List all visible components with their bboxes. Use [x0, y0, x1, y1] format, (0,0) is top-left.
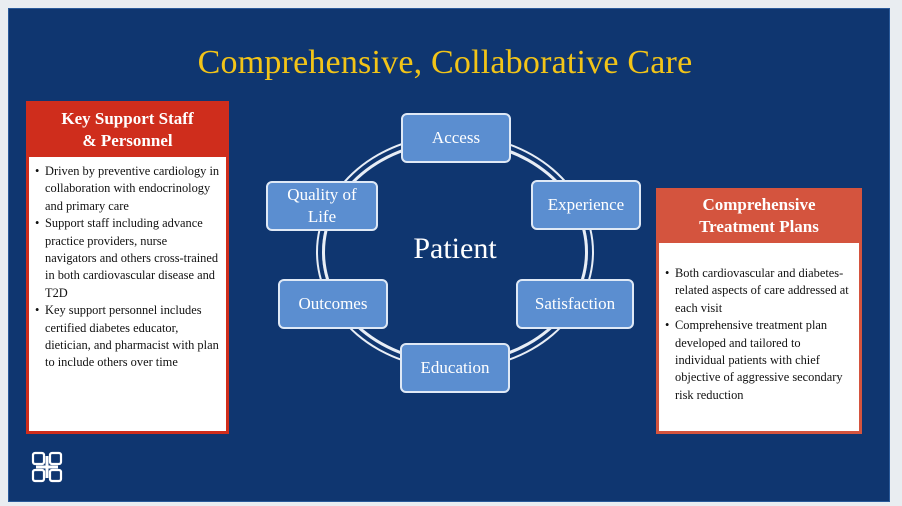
bullet-item: Support staff including advance practice…	[35, 215, 220, 302]
node-experience: Experience	[531, 180, 641, 230]
node-education: Education	[400, 343, 510, 393]
bullet-list: Driven by preventive cardiology in colla…	[29, 157, 226, 372]
node-outcomes: Outcomes	[278, 279, 388, 329]
heading-line: Comprehensive	[702, 195, 816, 214]
bullet-item: Both cardiovascular and diabetes-related…	[665, 265, 853, 317]
node-label-line: Life	[307, 207, 337, 226]
comprehensive-treatment-plans-panel: Comprehensive Treatment Plans Both cardi…	[656, 188, 862, 434]
node-satisfaction: Satisfaction	[516, 279, 634, 329]
institution-logo-icon	[30, 450, 64, 484]
heading-line: Key Support Staff	[61, 109, 194, 128]
bullet-item: Key support personnel includes certified…	[35, 302, 220, 372]
bullet-list: Both cardiovascular and diabetes-related…	[659, 243, 859, 404]
bullet-item: Comprehensive treatment plan developed a…	[665, 317, 853, 404]
heading-line: Treatment Plans	[699, 217, 819, 236]
node-access: Access	[401, 113, 511, 163]
key-support-staff-panel: Key Support Staff & Personnel Driven by …	[26, 101, 229, 434]
key-support-staff-heading: Key Support Staff & Personnel	[29, 104, 226, 157]
center-patient-label: Patient	[413, 232, 497, 265]
bullet-item: Driven by preventive cardiology in colla…	[35, 163, 220, 215]
node-label-line: Quality of	[287, 185, 357, 204]
treatment-plans-heading: Comprehensive Treatment Plans	[659, 191, 859, 243]
node-quality-of-life: Quality of Life	[266, 181, 378, 231]
slide-title: Comprehensive, Collaborative Care	[197, 44, 693, 81]
heading-line: & Personnel	[82, 131, 173, 150]
